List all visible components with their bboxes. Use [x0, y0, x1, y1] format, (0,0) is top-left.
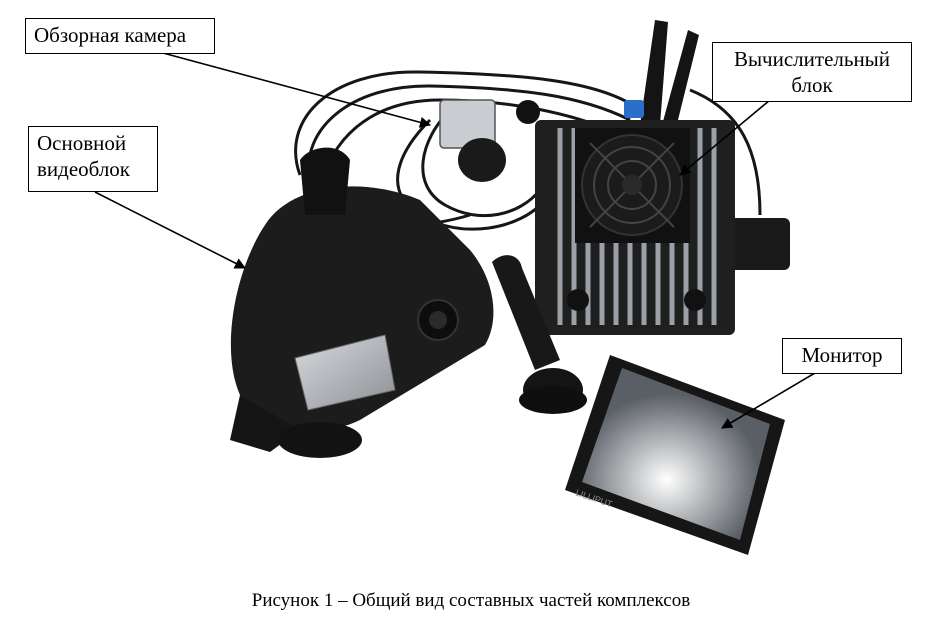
label-overview-camera: Обзорная камера: [25, 18, 215, 54]
label-monitor: Монитор: [782, 338, 902, 374]
arrow-computing-unit: [679, 99, 771, 176]
gps-receiver: [730, 218, 790, 270]
label-monitor-text: Монитор: [801, 343, 883, 367]
main-video-unit: [230, 147, 494, 458]
callout-arrows: [94, 52, 821, 429]
cable-bundle: [294, 70, 762, 231]
overview-camera: [439, 99, 540, 182]
label-main-video-unit: Основной видеоблок: [28, 126, 158, 192]
monitor-device: LILLIPUT: [565, 355, 785, 555]
label-computing-unit-line2: блок: [791, 73, 833, 97]
label-overview-camera-text: Обзорная камера: [34, 23, 187, 47]
arrow-main-video-unit: [94, 191, 246, 269]
label-computing-unit-line1: Вычислительный: [733, 47, 891, 71]
antenna-connector: [624, 100, 644, 118]
label-main-video-unit-line2: видеоблок: [37, 157, 131, 181]
suction-mount: [492, 255, 587, 414]
arrow-overview-camera: [162, 52, 432, 128]
label-main-video-unit-line1: Основной: [37, 131, 127, 155]
computing-unit: [535, 120, 735, 335]
label-computing-unit: Вычислительный блок: [712, 42, 912, 102]
figure-caption: Рисунок 1 – Общий вид составных частей к…: [251, 590, 691, 611]
antenna-pair: [624, 20, 699, 128]
equipment-photo: LILLIPUT: [94, 20, 821, 555]
arrow-monitor: [721, 369, 821, 429]
